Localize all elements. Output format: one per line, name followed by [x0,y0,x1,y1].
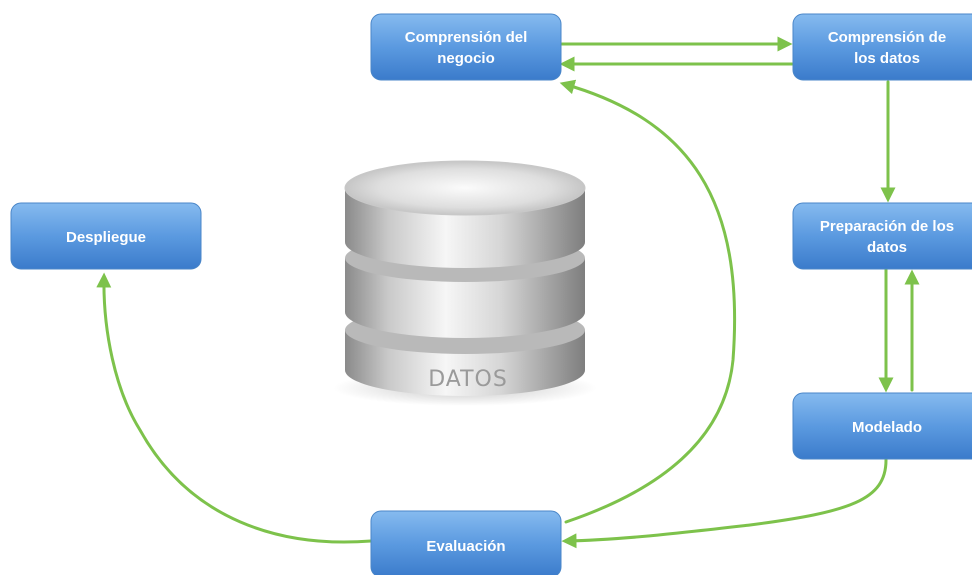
node-comprension-datos-line1: Comprensión de [828,29,946,46]
arrow-modelado-to-evaluacion [561,458,888,549]
node-preparacion-line2: datos [867,239,907,256]
node-comprension-datos[interactable]: Comprensión de los datos [792,13,972,81]
node-modelado-label: Modelado [852,419,922,436]
database-label: DATOS [428,367,508,392]
node-comprension-negocio-line2: negocio [437,50,495,67]
node-preparacion-line1: Preparación de los [820,218,954,235]
node-modelado[interactable]: Modelado [792,392,972,460]
node-despliegue[interactable]: Despliegue [10,202,202,270]
node-preparacion-datos[interactable]: Preparación de los datos [792,202,972,270]
database-icon: DATOS [333,160,597,406]
node-comprension-negocio[interactable]: Comprensión del negocio [370,13,562,81]
flow-arrows [96,36,920,549]
node-despliegue-label: Despliegue [66,229,146,246]
node-evaluacion-label: Evaluación [426,538,505,555]
node-comprension-negocio-line1: Comprensión del [405,29,528,46]
node-comprension-datos-line2: los datos [854,50,920,67]
arrow-evaluacion-to-despliegue [96,272,373,544]
arrow-evaluacion-to-negocio [559,79,737,524]
node-evaluacion[interactable]: Evaluación [370,510,562,575]
